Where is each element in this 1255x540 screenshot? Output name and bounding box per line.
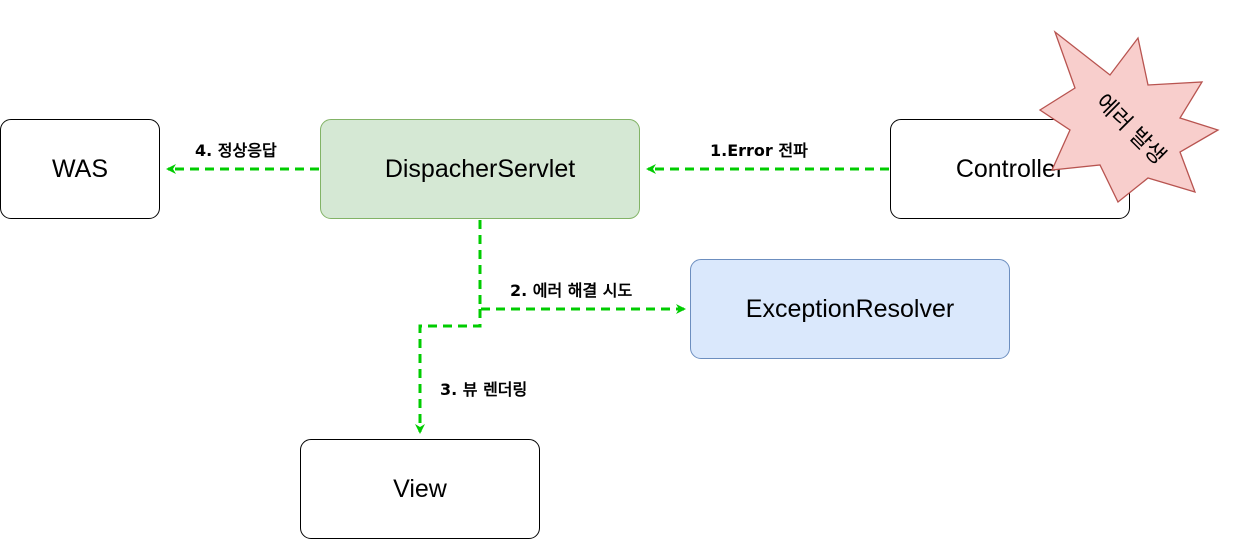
edge-label-resolve-attempt: 2. 에러 해결 시도 <box>508 281 635 301</box>
dispatcher-servlet-label: DispacherServlet <box>384 154 576 183</box>
controller-label: Controller <box>955 154 1065 183</box>
was-node: WAS <box>0 119 160 219</box>
view-label: View <box>393 474 447 503</box>
dispatcher-servlet-node: DispacherServlet <box>320 119 640 219</box>
error-burst-shape <box>1038 30 1220 204</box>
edge-view-render <box>415 309 482 434</box>
exception-resolver-node: ExceptionResolver <box>690 259 1010 359</box>
was-label: WAS <box>51 154 109 183</box>
edge-resolve-attempt <box>478 220 686 314</box>
edge-label-error-propagation: 1.Error 전파 <box>708 141 810 161</box>
edge-label-normal-response: 4. 정상응답 <box>193 141 279 161</box>
edge-label-view-render: 3. 뷰 렌더링 <box>438 380 530 400</box>
exception-resolver-label: ExceptionResolver <box>745 294 955 323</box>
view-node: View <box>300 439 540 539</box>
